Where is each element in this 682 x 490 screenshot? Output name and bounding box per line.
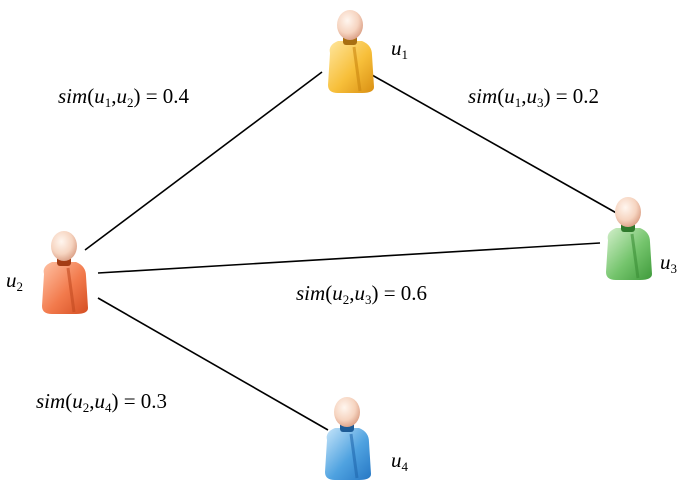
- user-icon-u4: [325, 397, 371, 480]
- user-label-u1: u1: [391, 36, 408, 62]
- sim-label-u1-u3: sim(u1,u3) = 0.2: [468, 84, 600, 110]
- sim-label-u2-u4: sim(u2,u4) = 0.3: [36, 389, 168, 415]
- edge-u2-u3: [97, 242, 601, 274]
- sim-label-u1-u2: sim(u1,u2) = 0.4: [58, 84, 190, 110]
- edge-u1-u3: [371, 74, 621, 216]
- edge-u1-u2: [84, 71, 323, 251]
- sim-label-u2-u3: sim(u2,u3) = 0.6: [296, 281, 428, 307]
- user-icon-u3: [606, 197, 652, 280]
- user-label-u2: u2: [6, 268, 23, 294]
- user-label-u3: u3: [660, 250, 677, 276]
- user-icon-u2: [42, 231, 88, 314]
- user-icon-u1: [328, 10, 374, 93]
- user-label-u4: u4: [391, 448, 408, 474]
- edge-u2-u4: [97, 297, 329, 431]
